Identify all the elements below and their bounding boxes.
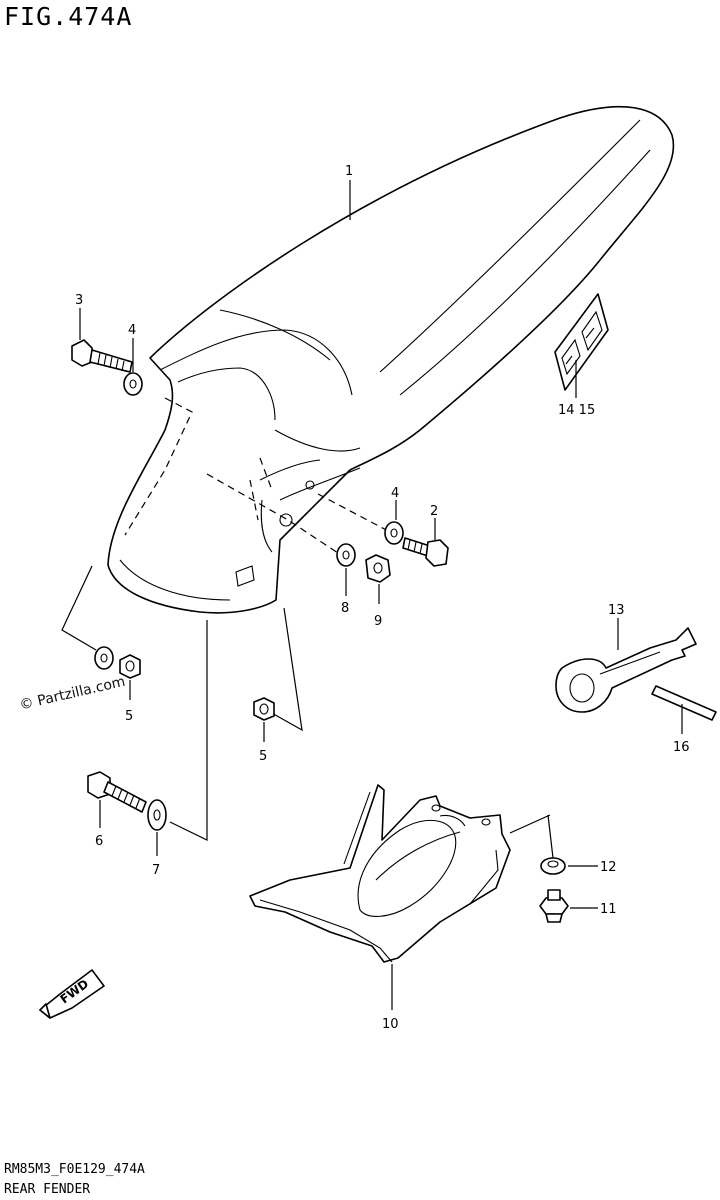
footer-code: RM85M3_F0E129_474A [4, 1162, 145, 1177]
callout-8: 8 [341, 601, 349, 616]
callout-16: 16 [673, 740, 690, 755]
callout-9: 9 [374, 614, 382, 629]
callout-3: 3 [75, 293, 83, 308]
washer-7-part[interactable] [147, 799, 167, 831]
bolt-2-part[interactable] [402, 537, 449, 567]
figure-title: FIG.474A [4, 2, 133, 31]
callout-6: 6 [95, 834, 103, 849]
callout-4b: 4 [391, 486, 399, 501]
washer-4a-part[interactable] [123, 372, 143, 396]
fwd-arrow-icon: FWD [39, 969, 105, 1019]
washer-4b-part[interactable] [384, 521, 404, 545]
callout-5a: 5 [125, 709, 133, 724]
callout-13: 13 [608, 603, 625, 618]
callout-1: 1 [345, 164, 353, 179]
washer-12-part[interactable] [540, 857, 566, 875]
decal-14-15-part[interactable] [554, 293, 609, 391]
bolt-3-part[interactable] [71, 339, 133, 373]
wrench-13-part[interactable] [555, 627, 697, 713]
footer-name: REAR FENDER [4, 1182, 91, 1197]
rod-16-part[interactable] [651, 685, 717, 721]
washer-8-part[interactable] [336, 543, 356, 567]
mud-guard-10-part[interactable] [249, 784, 511, 963]
callout-11: 11 [600, 902, 617, 917]
callout-2: 2 [430, 504, 438, 519]
rear-fender-part[interactable] [107, 105, 675, 614]
callout-14-15: 14 15 [558, 403, 595, 418]
nut-5b-part[interactable] [253, 697, 275, 721]
nut-9-part[interactable] [365, 554, 391, 583]
callout-10: 10 [382, 1017, 399, 1032]
callout-4a: 4 [128, 323, 136, 338]
nut-5a-part[interactable] [94, 646, 141, 679]
bolt-11-part[interactable] [539, 889, 569, 923]
callout-12: 12 [600, 860, 617, 875]
callout-7: 7 [152, 863, 160, 878]
callout-5b: 5 [259, 749, 267, 764]
bolt-6-part[interactable] [87, 771, 147, 813]
